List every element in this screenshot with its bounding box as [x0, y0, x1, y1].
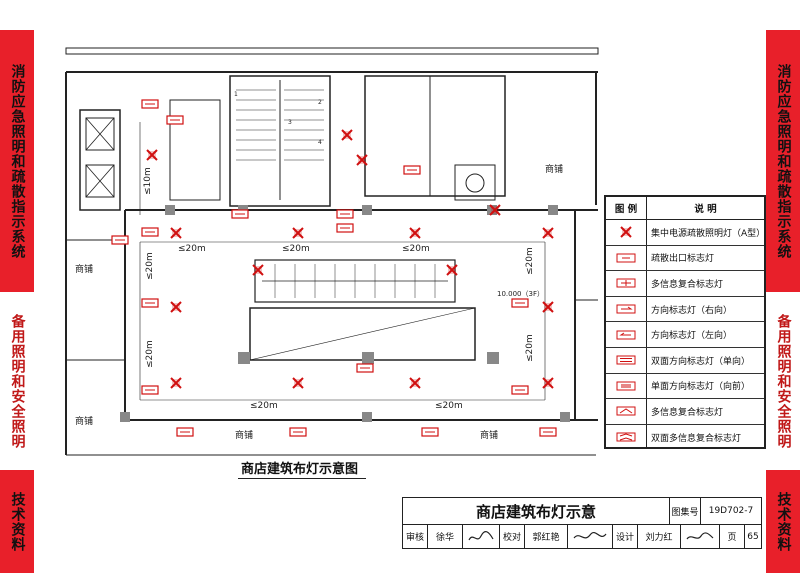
spacing-label: ≤20m [145, 252, 155, 280]
legend-label: 双面方向标志灯（单向） [651, 356, 751, 367]
legend-col-desc: 说 明 [694, 204, 717, 215]
page-label: 页 [720, 525, 745, 548]
tab-emergency-lighting-label: 消防应急照明和疏散指示系统 [9, 63, 26, 259]
stair-number: 2 [318, 99, 322, 106]
spacing-label: ≤20m [525, 247, 535, 275]
page-number: 65 [747, 531, 759, 542]
spacing-label: ≤20m [282, 244, 310, 254]
legend-row: 双面方向标志灯（单向） [606, 347, 764, 374]
single-face-sign-icon [616, 381, 636, 391]
shop-label: 商铺 [75, 263, 93, 275]
shop-label: 商铺 [480, 429, 498, 441]
legend-label: 疏散出口标志灯 [651, 254, 715, 265]
spacing-label: ≤20m [525, 334, 535, 362]
designer-name: 刘力红 [638, 525, 681, 548]
legend-label: 多信息复合标志灯 [651, 407, 724, 418]
legend-label: 双面多信息复合标志灯 [651, 433, 742, 444]
multi-info-sign-icon [616, 278, 636, 288]
tab-technical-data-right-label: 技术资料 [775, 491, 792, 552]
legend-row: 多信息复合标志灯 [606, 271, 764, 297]
double-multi-info-sign-icon [616, 432, 636, 442]
reviewer-signature [463, 525, 500, 548]
arrow-left-sign-icon [616, 330, 636, 340]
spacing-label: ≤20m [402, 244, 430, 254]
reviewer-name: 徐华 [428, 525, 463, 548]
tab-technical-data-right: 技术资料 [766, 470, 800, 573]
exit-sign-icon [616, 253, 636, 263]
spacing-label: ≤20m [145, 340, 155, 368]
tab-emergency-lighting: 消防应急照明和疏散指示系统 [0, 30, 34, 292]
double-direction-sign-icon [616, 355, 636, 365]
tab-technical-data-label: 技术资料 [9, 491, 26, 552]
shop-label: 商铺 [545, 163, 563, 175]
legend-row: 集中电源疏散照明灯（A型） [606, 220, 766, 246]
legend-label: 方向标志灯（右向） [651, 305, 733, 316]
drawing-title: 商店建筑布灯示意 [403, 498, 670, 524]
structural-columns [120, 205, 570, 422]
legend-col-symbol: 图 例 [606, 197, 647, 219]
legend-label: 方向标志灯（左向） [651, 331, 733, 342]
stair-number: 4 [318, 139, 322, 146]
caption-underline [238, 478, 366, 479]
emergency-lights [146, 129, 554, 389]
design-label: 设计 [613, 525, 638, 548]
tab-technical-data: 技术资料 [0, 470, 34, 573]
spacing-label: ≤20m [250, 401, 278, 411]
atlas-number: 19D702-7 [708, 506, 754, 516]
legend-row: 疏散出口标志灯 [606, 245, 764, 272]
checker-signature [568, 525, 613, 548]
spacing-label: ≤20m [435, 401, 463, 411]
multi-info-sign-2-icon [616, 406, 636, 416]
legend-row: 多信息复合标志灯 [606, 399, 764, 425]
elevation-label: 10.000（3F） [497, 290, 544, 298]
left-side-tabs: 消防应急照明和疏散指示系统 备用照明和安全照明 技术资料 [0, 30, 34, 573]
arrow-right-sign-icon [616, 304, 636, 314]
check-label: 校对 [500, 525, 525, 548]
legend-row: 方向标志灯（左向） [606, 322, 764, 348]
designer-signature [681, 525, 720, 548]
stair-number: 1 [234, 91, 238, 98]
shop-label: 商铺 [75, 415, 93, 427]
tab-emergency-lighting-right: 消防应急照明和疏散指示系统 [766, 30, 800, 292]
legend-header: 图 例 说 明 [606, 197, 764, 220]
review-label: 审核 [403, 525, 428, 548]
plan-labels: ≤20m ≤20m ≤20m ≤20m ≤20m ≤20m ≤20m ≤20m … [75, 91, 563, 441]
tab-backup-lighting: 备用照明和安全照明 [0, 292, 34, 470]
building-walls [65, 47, 599, 456]
legend-table: 图 例 说 明 集中电源疏散照明灯（A型） 疏散出口标志灯 多信息复合标志灯 方… [604, 195, 766, 450]
tab-backup-lighting-right-label: 备用照明和安全照明 [775, 313, 792, 449]
title-block: 商店建筑布灯示意 图集号 19D702-7 审核 徐华 校对 郭红艳 设计 刘力… [402, 497, 762, 549]
spacing-label: ≤10m [143, 167, 153, 195]
emergency-light-icon [620, 226, 632, 239]
legend-row: 单面方向标志灯（向前） [606, 373, 764, 400]
tab-backup-lighting-right: 备用照明和安全照明 [766, 292, 800, 470]
legend-label: 集中电源疏散照明灯（A型） [651, 228, 766, 239]
atlas-label: 图集号 [670, 498, 701, 524]
checker-name: 郭红艳 [525, 525, 568, 548]
shop-label: 商铺 [235, 429, 253, 441]
tab-backup-lighting-label: 备用照明和安全照明 [9, 313, 26, 449]
spacing-label: ≤20m [178, 244, 206, 254]
legend-label: 单面方向标志灯（向前） [651, 382, 751, 393]
stair-number: 3 [288, 119, 292, 126]
legend-row: 方向标志灯（右向） [606, 296, 764, 323]
plan-caption: 商店建筑布灯示意图 [241, 462, 359, 477]
tab-emergency-lighting-right-label: 消防应急照明和疏散指示系统 [775, 63, 792, 259]
legend-row: 双面多信息复合标志灯 [606, 424, 764, 450]
right-side-tabs: 消防应急照明和疏散指示系统 备用照明和安全照明 技术资料 [766, 30, 800, 573]
legend-label: 多信息复合标志灯 [651, 279, 724, 290]
